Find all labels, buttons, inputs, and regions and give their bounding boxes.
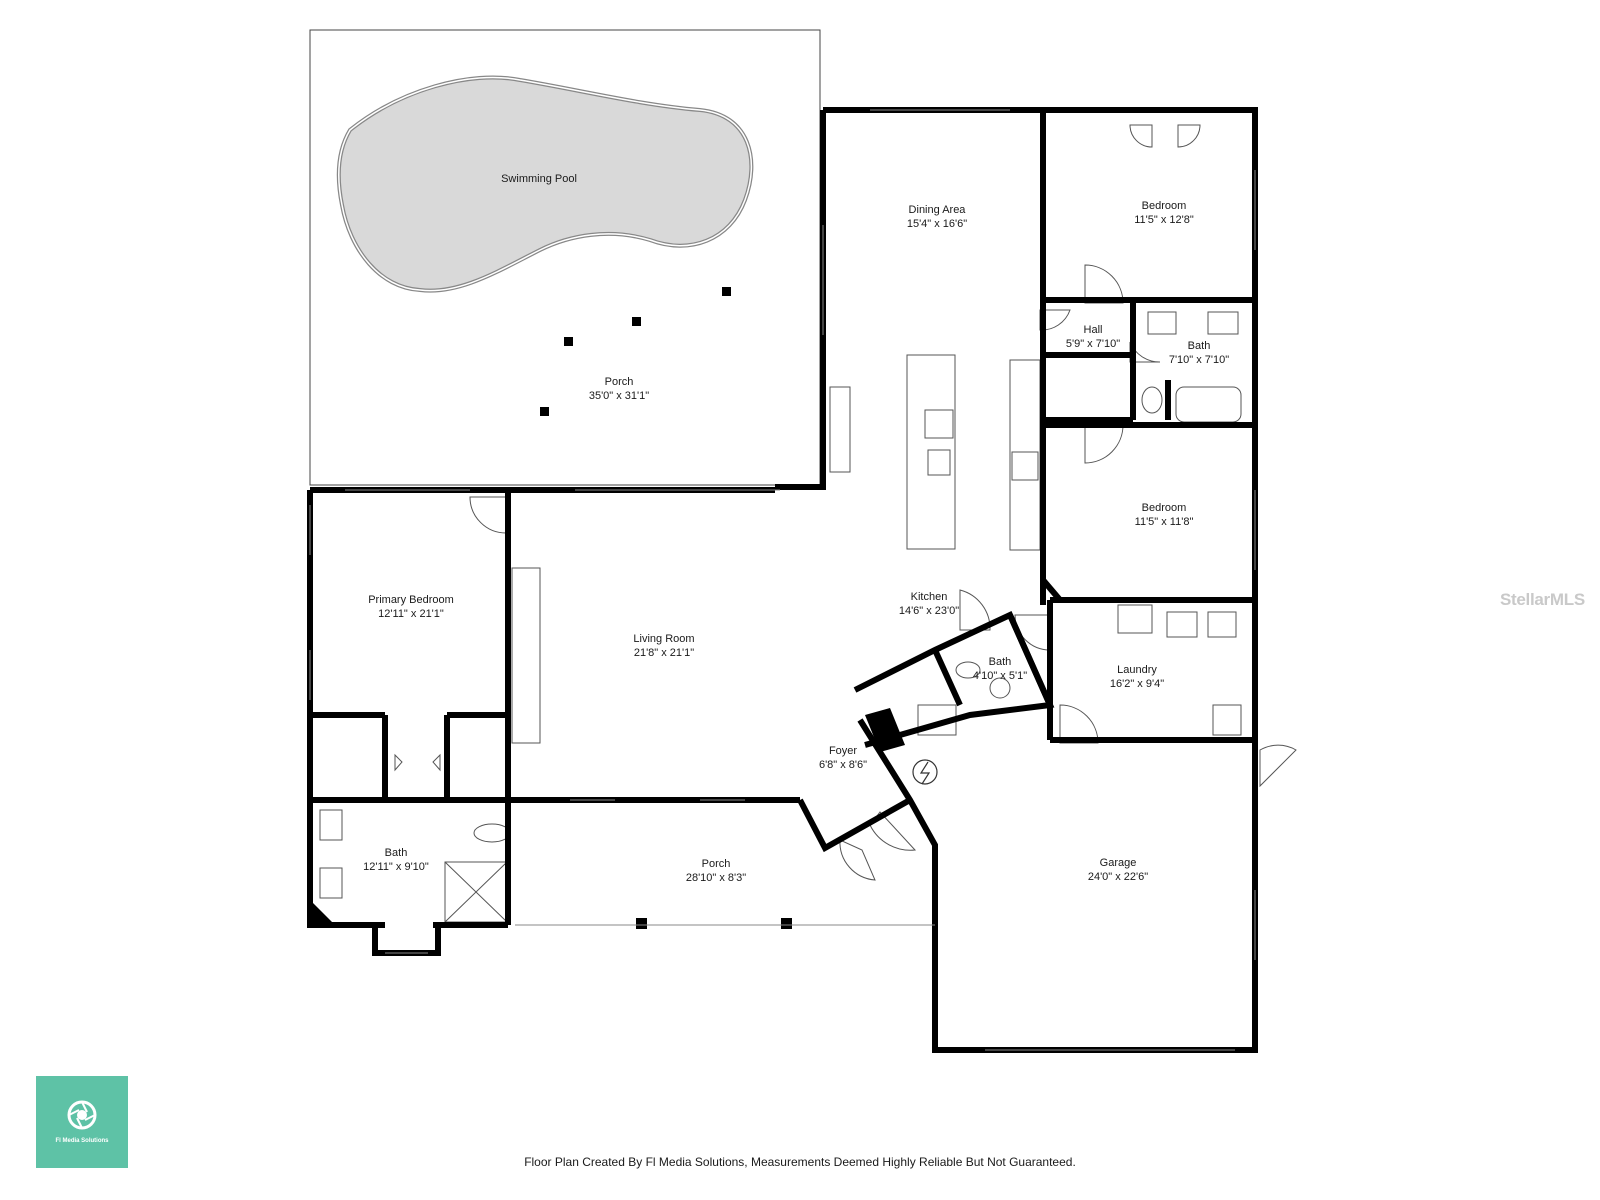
room-name: Laundry	[1117, 664, 1157, 676]
wall-accents	[310, 708, 905, 925]
room-dimensions: 16'2" x 9'4"	[1109, 678, 1165, 690]
room-name: Bedroom	[1141, 200, 1187, 212]
label-bedroom-2: Bedroom 11'5" x 11'8"	[1135, 501, 1194, 529]
label-bedroom-1: Bedroom 11'5" x 12'8"	[1134, 199, 1194, 227]
room-dimensions: 7'10" x 7'10"	[1168, 354, 1230, 366]
room-dimensions: 24'0" x 22'6"	[1087, 871, 1149, 883]
bath-fixtures	[319, 311, 1242, 923]
room-dimensions: 4'10" x 5'1"	[972, 670, 1028, 682]
room-dimensions: 6'8" x 8'6"	[818, 759, 868, 771]
room-dimensions: 5'9" x 7'10"	[1065, 338, 1121, 350]
room-name: Bath	[988, 656, 1012, 668]
camera-aperture-icon	[67, 1100, 97, 1130]
room-dimensions: 11'5" x 11'8"	[1134, 516, 1194, 528]
room-name: Bedroom	[1141, 502, 1187, 514]
kitchen-fixtures	[511, 354, 1041, 744]
footer-disclaimer: Floor Plan Created By Fl Media Solutions…	[524, 1155, 1076, 1169]
label-primary-bedroom: Primary Bedroom 12'11" x 21'1"	[368, 593, 454, 621]
room-dimensions: 11'5" x 12'8"	[1134, 214, 1194, 226]
label-hall: Hall 5'9" x 7'10"	[1066, 323, 1120, 351]
label-bath-primary: Bath 12'11" x 9'10"	[363, 846, 429, 874]
room-dimensions: 12'11" x 9'10"	[363, 861, 429, 873]
room-name: Swimming Pool	[501, 173, 577, 185]
electric-meter-icon	[912, 759, 938, 785]
brand-logo: Fl Media Solutions	[36, 1076, 128, 1168]
label-dining-area: Dining Area 15'4" x 16'6"	[907, 203, 967, 231]
room-name: Primary Bedroom	[368, 594, 454, 606]
label-bath-hall: Bath 7'10" x 7'10"	[1169, 339, 1229, 367]
label-porch-back: Porch 35'0" x 31'1"	[589, 375, 649, 403]
room-dimensions: 15'4" x 16'6"	[906, 218, 968, 230]
room-name: Bath	[1187, 340, 1211, 352]
room-name: Dining Area	[908, 204, 966, 216]
room-name: Living Room	[633, 633, 695, 645]
label-foyer: Foyer 6'8" x 8'6"	[819, 744, 867, 772]
label-porch-front: Porch 28'10" x 8'3"	[686, 857, 746, 885]
room-name: Bath	[384, 847, 408, 859]
room-name: Kitchen	[910, 591, 948, 603]
label-garage: Garage 24'0" x 22'6"	[1088, 856, 1148, 884]
room-dimensions: 12'11" x 21'1"	[378, 608, 444, 620]
door-swings	[394, 124, 1297, 881]
room-dimensions: 14'6" x 23'0"	[898, 605, 960, 617]
room-name: Porch	[701, 858, 731, 870]
room-dimensions: 21'8" x 21'1"	[633, 647, 695, 659]
label-laundry: Laundry 16'2" x 9'4"	[1110, 663, 1164, 691]
porch-posts	[540, 287, 792, 929]
windows	[309, 109, 1256, 1051]
brand-name: Fl Media Solutions	[55, 1138, 109, 1144]
walls	[307, 107, 1258, 1053]
watermark: StellarMLS	[1500, 590, 1585, 609]
label-bath-half: Bath 4'10" x 5'1"	[973, 655, 1027, 683]
room-name: Foyer	[828, 745, 858, 757]
room-name: Porch	[604, 376, 634, 388]
room-dimensions: 28'10" x 8'3"	[685, 872, 747, 884]
label-living-room: Living Room 21'8" x 21'1"	[633, 632, 694, 660]
room-name: Hall	[1083, 324, 1103, 336]
label-kitchen: Kitchen 14'6" x 23'0"	[899, 590, 959, 618]
pool-edge	[337, 76, 753, 292]
room-name: Garage	[1099, 857, 1137, 869]
room-dimensions: 35'0" x 31'1"	[588, 390, 650, 402]
label-swimming-pool: Swimming Pool	[501, 172, 577, 186]
